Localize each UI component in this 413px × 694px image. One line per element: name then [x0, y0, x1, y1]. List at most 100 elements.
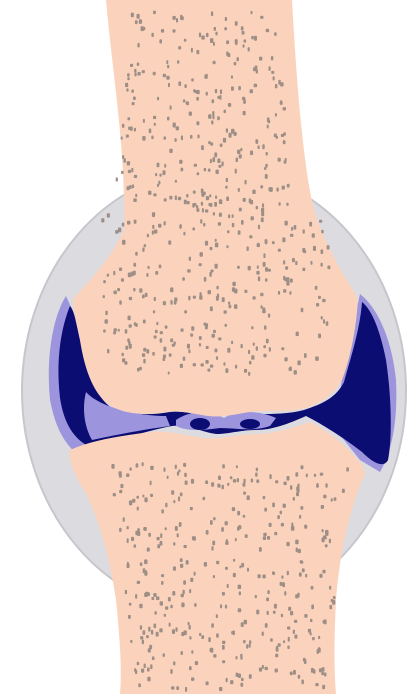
bone-pore	[201, 635, 204, 639]
bone-pore	[191, 78, 194, 81]
bone-pore	[147, 548, 150, 552]
bone-pore	[329, 539, 331, 544]
bone-pore	[147, 266, 149, 269]
bone-pore	[283, 260, 285, 265]
bone-pore	[287, 184, 290, 188]
bone-pore	[165, 527, 167, 530]
bone-pore	[317, 649, 319, 654]
bone-pore	[163, 74, 166, 78]
bone-pore	[273, 76, 275, 80]
bone-pore	[170, 338, 173, 342]
bone-pore	[194, 164, 197, 167]
bone-pore	[181, 135, 183, 140]
bone-pore	[186, 194, 188, 198]
bone-pore	[284, 482, 287, 486]
bone-pore	[228, 214, 230, 218]
bone-pore	[157, 184, 159, 187]
bone-pore	[249, 640, 251, 644]
bone-pore	[298, 549, 301, 553]
bone-pore	[256, 206, 258, 210]
bone-pore	[224, 110, 227, 114]
bone-pore	[258, 276, 260, 281]
bone-pore	[303, 658, 306, 662]
bone-pore	[121, 278, 124, 281]
bone-pore	[163, 347, 166, 352]
bone-pore	[212, 99, 215, 103]
bone-pore	[156, 322, 158, 325]
bone-pore	[126, 135, 129, 138]
bone-pore	[167, 476, 169, 479]
bone-pore	[321, 249, 324, 254]
bone-pore	[206, 681, 209, 685]
bone-pore	[133, 263, 136, 267]
bone-pore	[178, 81, 181, 86]
bone-pore	[267, 536, 270, 540]
bone-pore	[175, 180, 177, 183]
bone-pore	[194, 572, 196, 576]
bone-pore	[205, 360, 208, 364]
bone-pore	[214, 202, 217, 207]
bone-pore	[122, 223, 125, 227]
bone-pore	[148, 627, 150, 632]
bone-pore	[246, 644, 248, 648]
bone-pore	[127, 221, 130, 225]
bone-pore	[213, 212, 215, 216]
bone-pore	[325, 530, 329, 534]
bone-pore	[229, 305, 232, 309]
bone-pore	[322, 537, 325, 542]
bone-pore	[299, 515, 301, 519]
bone-pore	[152, 352, 155, 356]
bone-pore	[151, 33, 153, 37]
bone-pore	[145, 592, 148, 596]
bone-pore	[203, 497, 206, 501]
bone-pore	[278, 158, 281, 162]
bone-pore	[209, 194, 211, 197]
bone-pore	[250, 151, 253, 156]
bone-pore	[296, 487, 299, 491]
bone-pore	[273, 611, 276, 614]
bone-pore	[239, 565, 241, 568]
bone-pore	[149, 129, 152, 134]
bone-pore	[261, 217, 264, 222]
bone-pore	[122, 155, 124, 159]
bone-pore	[210, 159, 212, 164]
bone-pore	[178, 496, 180, 501]
bone-pore	[155, 330, 158, 334]
bone-pore	[281, 347, 284, 350]
bone-pore	[129, 297, 132, 301]
bone-pore	[216, 561, 219, 565]
bone-pore	[241, 678, 244, 681]
bone-pore	[227, 348, 230, 353]
bone-pore	[183, 590, 185, 595]
bone-pore	[174, 297, 177, 301]
bone-pore	[283, 504, 286, 508]
bone-pore	[139, 288, 142, 292]
bone-pore	[133, 288, 135, 292]
bone-pore	[220, 95, 222, 100]
bone-pore	[116, 177, 118, 181]
bone-pore	[193, 363, 196, 366]
bone-pore	[144, 244, 146, 247]
bone-pore	[170, 105, 172, 110]
bone-pore	[150, 481, 152, 486]
bone-pore	[159, 39, 162, 43]
bone-pore	[291, 526, 295, 531]
bone-pore	[155, 173, 157, 176]
bone-pore	[137, 43, 139, 48]
bone-pore	[242, 31, 245, 35]
bone-pore	[147, 234, 149, 238]
bone-pore	[222, 645, 225, 650]
bone-pore	[290, 234, 293, 237]
bone-pore	[157, 537, 160, 541]
bone-pore	[287, 571, 289, 576]
bone-pore	[132, 499, 135, 503]
bone-pore	[127, 564, 130, 568]
bone-pore	[269, 523, 272, 527]
bone-pore	[177, 533, 179, 537]
bone-pore	[250, 89, 254, 93]
bone-pore	[202, 208, 204, 213]
bone-pore	[204, 562, 207, 567]
bone-pore	[327, 266, 330, 270]
bone-pore	[286, 542, 289, 546]
bone-pore	[208, 637, 211, 642]
